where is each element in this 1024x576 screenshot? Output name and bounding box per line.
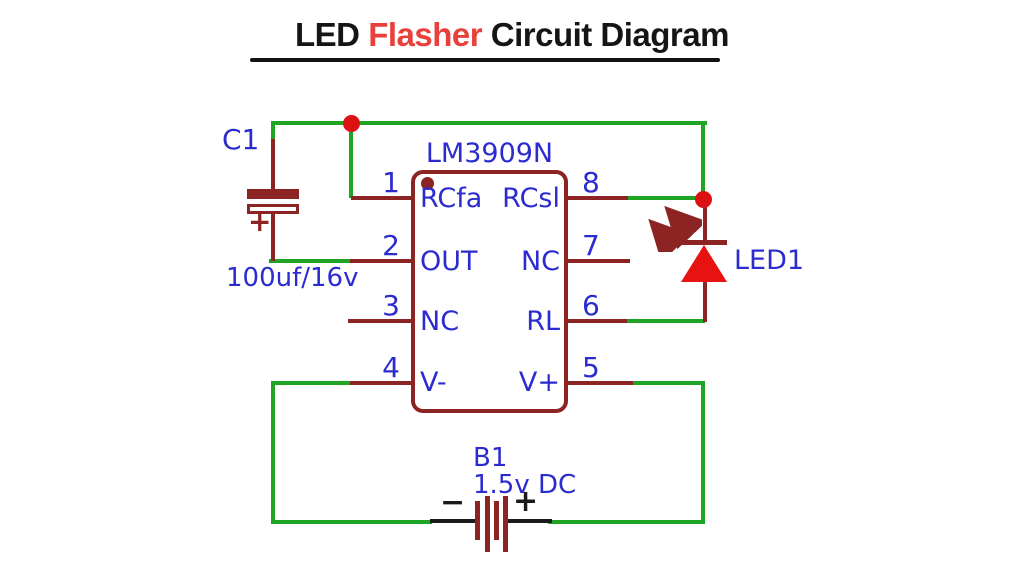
- pin-label-rcfa: RCfa: [420, 183, 483, 214]
- pin-label-out: OUT: [420, 246, 478, 277]
- battery-plate-short-2: [494, 501, 499, 540]
- wire-right-vertical: [701, 381, 705, 524]
- battery-lead-left: [430, 519, 477, 523]
- pin-number-1: 1: [382, 166, 400, 199]
- battery-value: 1.5v DC: [473, 470, 577, 500]
- lead-led-bottom: [703, 280, 707, 322]
- lead-pin6: [565, 319, 627, 323]
- pin-label-vplus: V+: [518, 367, 560, 398]
- lead-c1-bottom: [271, 212, 275, 261]
- wire-junction-to-pin1: [349, 121, 353, 198]
- battery-plus-sign: +: [513, 484, 539, 519]
- pin-number-3: 3: [382, 289, 400, 322]
- wire-c1-to-pin2: [269, 259, 352, 263]
- capacitor-polarity-plus: +: [248, 205, 272, 238]
- pin-label-vminus: V-: [420, 367, 447, 398]
- lead-pin2: [350, 259, 413, 263]
- ic-name-label: LM3909N: [425, 138, 554, 169]
- pin-label-nc-right: NC: [520, 246, 560, 277]
- lead-pin1: [351, 196, 413, 200]
- wire-left-vertical: [271, 381, 275, 524]
- wire-c1-top-corner: [271, 121, 275, 143]
- ic-body: [411, 170, 568, 413]
- lead-pin8: [565, 196, 628, 200]
- wire-bottom-left: [271, 520, 432, 524]
- lead-pin3-nc-stub: [348, 319, 413, 323]
- capacitor-value: 100uf/16v: [226, 263, 359, 293]
- capacitor-top-plate: [247, 189, 299, 199]
- wire-pin4-left: [271, 381, 352, 385]
- wire-pin8-to-led: [626, 196, 705, 200]
- junction-dot-led: [695, 191, 712, 208]
- pin-number-5: 5: [582, 351, 600, 384]
- lead-pin7-nc-stub: [565, 259, 630, 263]
- battery-plate-short-1: [475, 501, 480, 540]
- page-title: LED Flasher Circuit Diagram: [0, 16, 1024, 54]
- battery-designator: B1: [473, 443, 508, 473]
- title-highlight: Flasher: [368, 16, 483, 53]
- pin-label-nc-left: NC: [420, 306, 460, 337]
- lead-c1-top: [271, 139, 275, 191]
- wire-top-rail: [271, 121, 707, 125]
- capacitor-bottom-plate: [247, 204, 299, 214]
- battery-plate-long-2: [503, 496, 508, 552]
- pin-number-4: 4: [382, 351, 400, 384]
- led-cathode-bar: [681, 240, 727, 245]
- lead-led-top: [703, 199, 707, 242]
- pin-number-7: 7: [582, 229, 600, 262]
- battery-minus-sign: −: [440, 485, 466, 520]
- capacitor-designator: C1: [222, 123, 260, 156]
- lead-pin5: [565, 381, 633, 385]
- battery-plate-long-1: [485, 496, 490, 552]
- title-underline: [250, 58, 720, 62]
- pin-number-6: 6: [582, 289, 600, 322]
- led-designator: LED1: [734, 245, 805, 276]
- lead-pin4: [350, 381, 413, 385]
- pin-number-8: 8: [582, 166, 600, 199]
- wire-pin6-to-led: [625, 319, 705, 323]
- pin-label-rl: RL: [526, 306, 560, 337]
- pin-number-2: 2: [382, 229, 400, 262]
- title-prefix: LED: [295, 16, 369, 53]
- ic-pin1-indicator-dot: [421, 177, 434, 190]
- wire-bottom-right: [548, 520, 705, 524]
- led-emission-arrows-icon: [648, 205, 702, 252]
- title-suffix: Circuit Diagram: [482, 16, 730, 53]
- wire-pin5-right: [631, 381, 705, 385]
- pin-label-rcsl: RCsl: [502, 183, 560, 214]
- battery-lead-right: [506, 519, 552, 523]
- wire-top-right-vertical: [701, 121, 705, 200]
- junction-dot-top: [343, 115, 360, 132]
